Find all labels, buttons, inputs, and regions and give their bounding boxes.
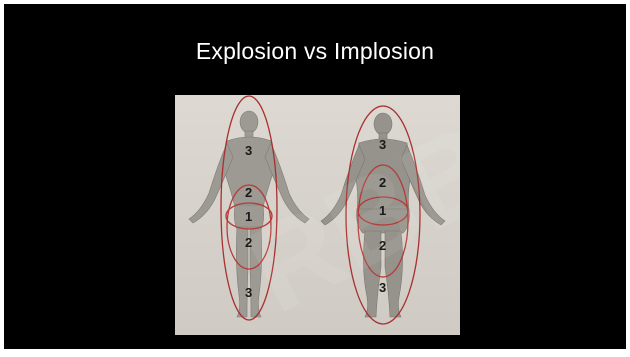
left-zone-label: 2 <box>245 185 252 200</box>
body-diagram-svg: RBB® 3 2 1 2 3 3 2 1 2 3 <box>175 95 460 335</box>
left-zone-label: 2 <box>245 235 252 250</box>
body-diagram-image: RBB® 3 2 1 2 3 3 2 1 2 3 <box>175 95 460 335</box>
right-zone-label: 3 <box>379 280 386 295</box>
slide-title: Explosion vs Implosion <box>4 38 626 65</box>
left-zone-label: 1 <box>245 209 252 224</box>
right-zone-label: 2 <box>379 238 386 253</box>
right-zone-label: 2 <box>379 175 386 190</box>
right-zone-label: 3 <box>379 137 386 152</box>
left-zone-label: 3 <box>245 143 252 158</box>
right-zone-label: 1 <box>379 203 386 218</box>
presentation-slide: Explosion vs Implosion <box>4 4 626 349</box>
left-zone-label: 3 <box>245 285 252 300</box>
